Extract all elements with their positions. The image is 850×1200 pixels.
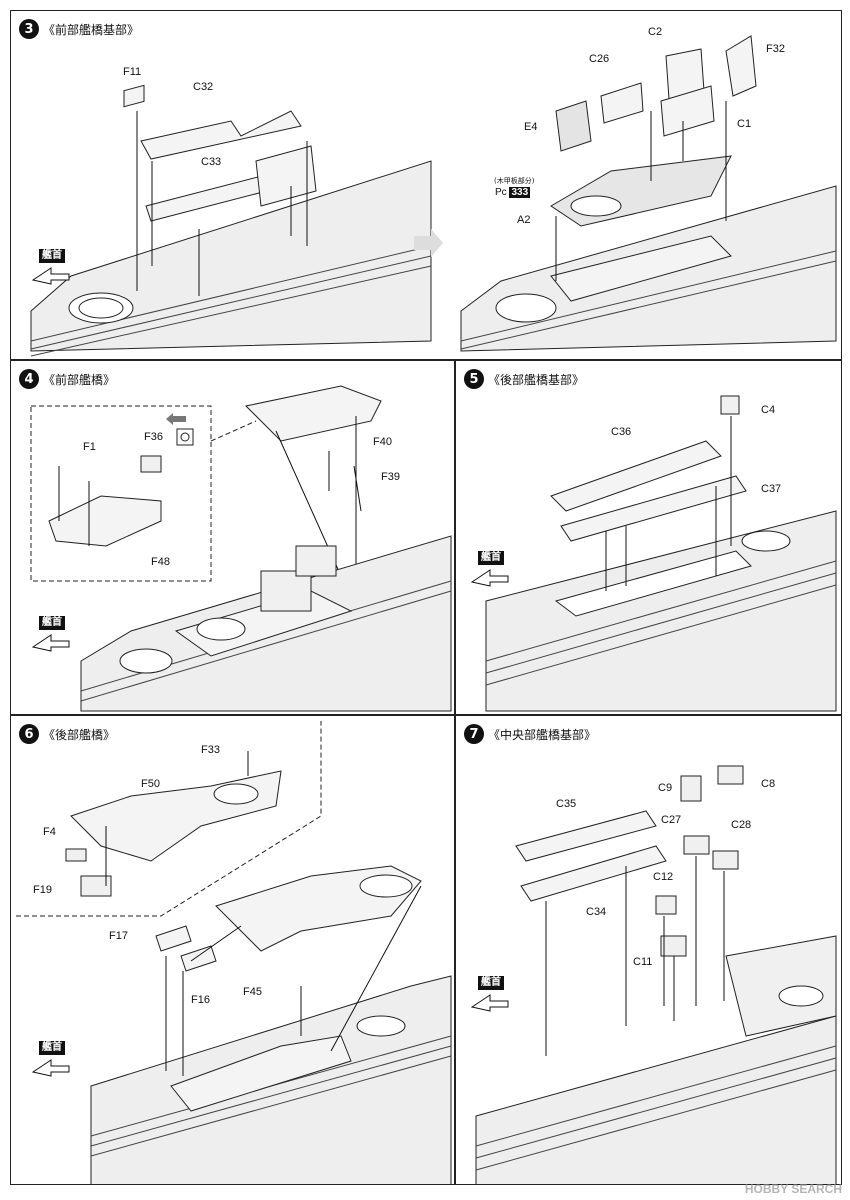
step-3-drawing bbox=[30, 35, 837, 357]
bow-arrow-icon bbox=[31, 267, 70, 285]
step-5-title: 《後部艦橋基部》 bbox=[488, 372, 585, 387]
bow-label-step7: 艦首 bbox=[478, 976, 504, 990]
step-5-drawing bbox=[485, 395, 837, 712]
paint-code-number: 333 bbox=[509, 187, 531, 198]
step-6-panel: 6 《後部艦橋》 F33 F50 F4 F19 F17 F16 F45 艦首 bbox=[10, 715, 455, 1185]
step-3-title: 《前部艦橋基部》 bbox=[43, 22, 140, 37]
step-7-panel: 7 《中央部艦橋基部》 C9 C8 C35 C27 C28 C12 C34 C1… bbox=[455, 715, 842, 1185]
step-7-header: 7 《中央部艦橋基部》 bbox=[464, 724, 596, 744]
part-label-c1: C1 bbox=[737, 118, 752, 130]
step-7-title: 《中央部艦橋基部》 bbox=[488, 727, 597, 742]
part-label-c28: C28 bbox=[731, 819, 752, 831]
bow-arrow-icon bbox=[470, 569, 509, 587]
watermark-brand: HOBBY bbox=[744, 1182, 788, 1196]
step-4-header: 4 《前部艦橋》 bbox=[19, 369, 115, 389]
part-label-f48: F48 bbox=[151, 556, 170, 568]
part-label-c11: C11 bbox=[633, 956, 653, 968]
step-6-title: 《後部艦橋》 bbox=[43, 727, 116, 742]
part-label-f33: F33 bbox=[201, 744, 220, 756]
step-3-number: 3 bbox=[19, 19, 39, 39]
step-5-panel: 5 《後部艦橋基部》 C4 C36 C37 艦首 bbox=[455, 360, 842, 715]
part-label-c9: C9 bbox=[658, 782, 673, 794]
step-5-header: 5 《後部艦橋基部》 bbox=[464, 369, 584, 389]
paint-code-prefix: Pc bbox=[495, 187, 507, 198]
step-4-number: 4 bbox=[19, 369, 39, 389]
bow-label-step6: 艦首 bbox=[39, 1041, 65, 1055]
part-label-c35: C35 bbox=[556, 798, 577, 810]
part-label-a2: A2 bbox=[517, 214, 531, 226]
part-label-f17: F17 bbox=[109, 930, 128, 942]
watermark-suffix: SEARCH bbox=[791, 1182, 842, 1196]
bow-label-step5: 艦首 bbox=[478, 551, 504, 565]
bow-label-step3: 艦首 bbox=[39, 249, 65, 263]
step-4-panel: 4 《前部艦橋》 F1 F36 F48 F40 F39 艦首 bbox=[10, 360, 455, 715]
part-label-f11: F11 bbox=[123, 66, 142, 78]
part-label-c4: C4 bbox=[761, 404, 776, 416]
bow-label-step4: 艦首 bbox=[39, 616, 65, 630]
watermark: HOBBY SEARCH bbox=[745, 1182, 842, 1196]
part-label-f1: F1 bbox=[83, 441, 96, 453]
part-label-c26: C26 bbox=[589, 53, 610, 65]
part-label-f19: F19 bbox=[33, 884, 52, 896]
part-label-c32: C32 bbox=[193, 81, 214, 93]
step-3-panel: 3 《前部艦橋基部》 bbox=[10, 10, 842, 360]
part-label-c27: C27 bbox=[661, 814, 682, 826]
part-label-c12: C12 bbox=[653, 871, 674, 883]
part-label-f40: F40 bbox=[373, 436, 392, 448]
bow-arrow-icon bbox=[31, 1059, 70, 1077]
step-6-header: 6 《後部艦橋》 bbox=[19, 724, 115, 744]
part-label-f4: F4 bbox=[43, 826, 56, 838]
step-4-title: 《前部艦橋》 bbox=[43, 372, 116, 387]
part-label-c36: C36 bbox=[611, 426, 632, 438]
bow-arrow-icon bbox=[470, 994, 509, 1012]
step-7-number: 7 bbox=[464, 724, 484, 744]
step-6-drawing bbox=[16, 721, 452, 1184]
step-7-drawing bbox=[475, 765, 837, 1184]
part-label-c8: C8 bbox=[761, 778, 776, 790]
part-label-f45: F45 bbox=[243, 986, 262, 998]
part-label-f36: F36 bbox=[144, 431, 163, 443]
part-label-f39: F39 bbox=[381, 471, 400, 483]
part-label-c2: C2 bbox=[648, 26, 663, 38]
part-label-c34: C34 bbox=[586, 906, 607, 918]
bow-arrow-icon bbox=[31, 634, 70, 652]
part-label-e4: E4 bbox=[524, 121, 538, 133]
step-5-number: 5 bbox=[464, 369, 484, 389]
part-label-f32: F32 bbox=[766, 43, 785, 55]
part-label-c33: C33 bbox=[201, 156, 222, 168]
paint-code: Pc 333 bbox=[495, 187, 531, 198]
part-label-c37: C37 bbox=[761, 483, 782, 495]
step-3-header: 3 《前部艦橋基部》 bbox=[19, 19, 139, 39]
part-label-f50: F50 bbox=[141, 778, 160, 790]
step-4-drawing bbox=[30, 385, 452, 712]
part-label-f16: F16 bbox=[191, 994, 210, 1006]
step-6-number: 6 bbox=[19, 724, 39, 744]
wood-deck-note: (木甲板部分) bbox=[494, 177, 535, 185]
